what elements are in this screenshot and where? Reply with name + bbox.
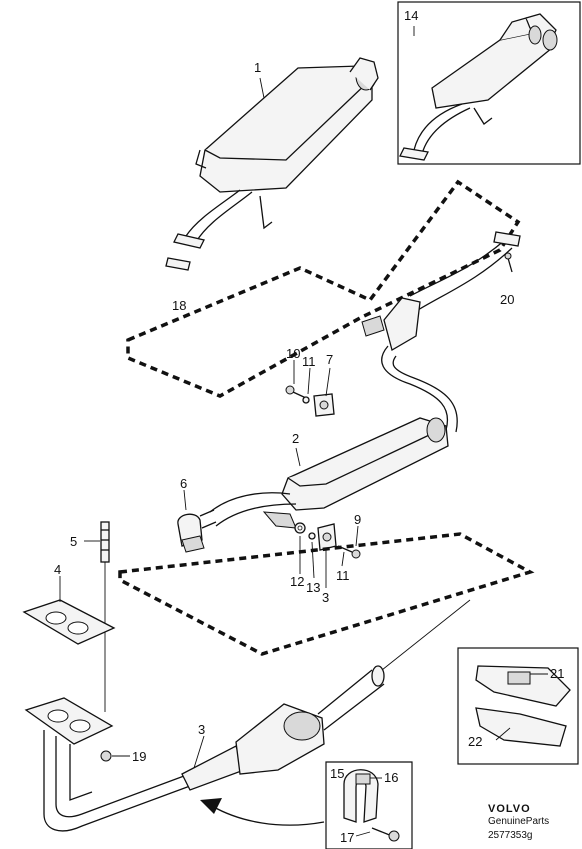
callout-14: 14 (404, 8, 418, 23)
callout-4: 4 (54, 562, 61, 577)
inset-box-14 (397, 1, 581, 165)
nut-19 (100, 750, 112, 762)
tailpipe-detail (399, 13, 558, 161)
front-pipe-catalytic-converter (24, 665, 385, 832)
callout-9: 9 (354, 512, 361, 527)
callout-6: 6 (180, 476, 187, 491)
clamp-15 (343, 769, 379, 823)
bolt-17 (371, 827, 400, 842)
stud-5 (100, 521, 110, 712)
washer-11-upper (302, 396, 310, 404)
bolt-10 (285, 385, 307, 399)
callout-11-lower: 11 (336, 568, 350, 583)
rubber-hanger-7 (313, 393, 335, 417)
callout-19: 19 (132, 749, 146, 764)
callout-15: 15 (330, 766, 344, 781)
clamp-6 (177, 509, 217, 553)
heat-shield-22 (475, 707, 567, 747)
callout-18: 18 (172, 298, 186, 313)
callout-13: 13 (306, 580, 320, 595)
callout-16: 16 (384, 770, 398, 785)
callout-3-converter: 3 (198, 722, 205, 737)
washer-12 (294, 522, 306, 534)
drawing-number: 2577353g (488, 830, 533, 841)
callout-1: 1 (254, 60, 261, 75)
callout-2: 2 (292, 431, 299, 446)
middle-muffler (209, 417, 449, 529)
callout-5: 5 (70, 534, 77, 549)
inset-box-clamp (325, 761, 413, 849)
rubber-hanger-3 (317, 523, 337, 551)
assembly-outline-upper (126, 179, 521, 398)
bolt-20 (504, 252, 513, 273)
gasket-4 (22, 599, 116, 645)
washer-13 (308, 532, 316, 540)
callout-17: 17 (340, 830, 354, 845)
callout-12: 12 (290, 574, 304, 589)
callout-22: 22 (468, 734, 482, 749)
intermediate-pipe (361, 231, 521, 433)
heat-shield-21 (475, 665, 571, 707)
callout-21: 21 (550, 666, 564, 681)
rear-muffler (173, 57, 379, 249)
callout-10: 10 (286, 346, 300, 361)
callout-11-upper: 11 (302, 354, 316, 369)
gasket-18 (165, 257, 191, 271)
detail-arrow (200, 798, 325, 826)
callout-7: 7 (326, 352, 333, 367)
brand-logo: VOLVO (488, 803, 531, 815)
callout-3-hanger: 3 (322, 590, 329, 605)
callout-20: 20 (500, 292, 514, 307)
brand-subtitle: GenuineParts (488, 816, 549, 827)
inset-box-heat-shields (457, 647, 579, 765)
